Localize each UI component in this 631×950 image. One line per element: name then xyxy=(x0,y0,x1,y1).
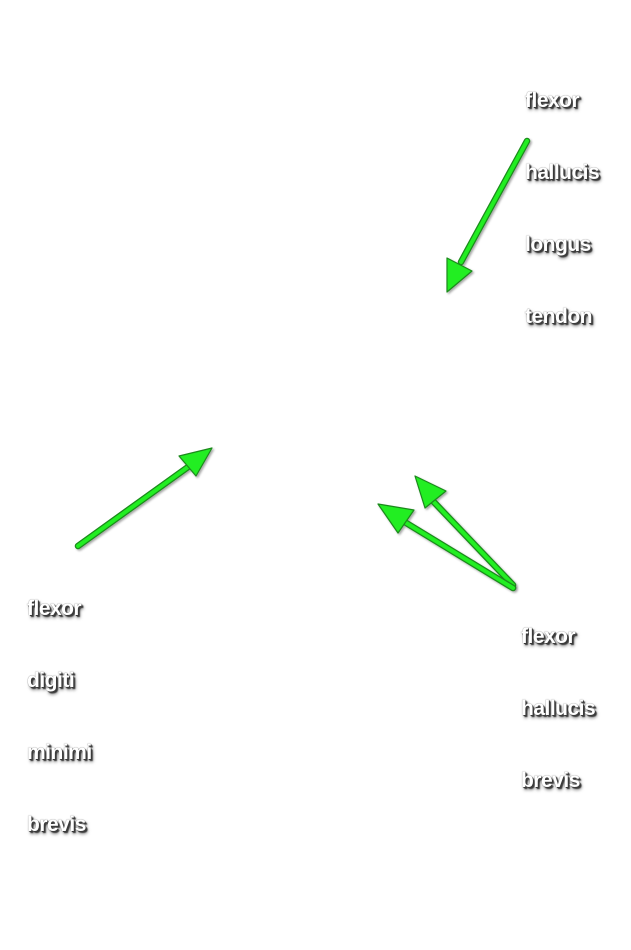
label-flexor-digiti-minimi-brevis: flexor digiti minimi brevis xyxy=(27,549,92,861)
label-line: tendon xyxy=(525,305,592,328)
arrow-flexor-hallucis-longus-tendon xyxy=(446,137,531,293)
label-line: minimi xyxy=(27,741,92,764)
label-flexor-hallucis-brevis: flexor hallucis brevis xyxy=(521,577,596,817)
label-line: longus xyxy=(525,233,591,256)
arrow-flexor-hallucis-brevis-lower xyxy=(377,503,517,592)
label-line: flexor xyxy=(27,597,82,620)
label-flexor-hallucis-longus-tendon: flexor hallucis longus tendon xyxy=(525,41,600,353)
label-line: flexor xyxy=(525,89,580,112)
label-line: brevis xyxy=(27,813,86,836)
label-line: hallucis xyxy=(521,697,596,720)
label-line: hallucis xyxy=(525,161,600,184)
label-line: flexor xyxy=(521,625,576,648)
label-line: digiti xyxy=(27,669,75,692)
arrow-flexor-digiti-minimi-brevis xyxy=(74,447,213,550)
arrow-flexor-hallucis-brevis-upper xyxy=(414,475,517,589)
label-line: brevis xyxy=(521,769,580,792)
